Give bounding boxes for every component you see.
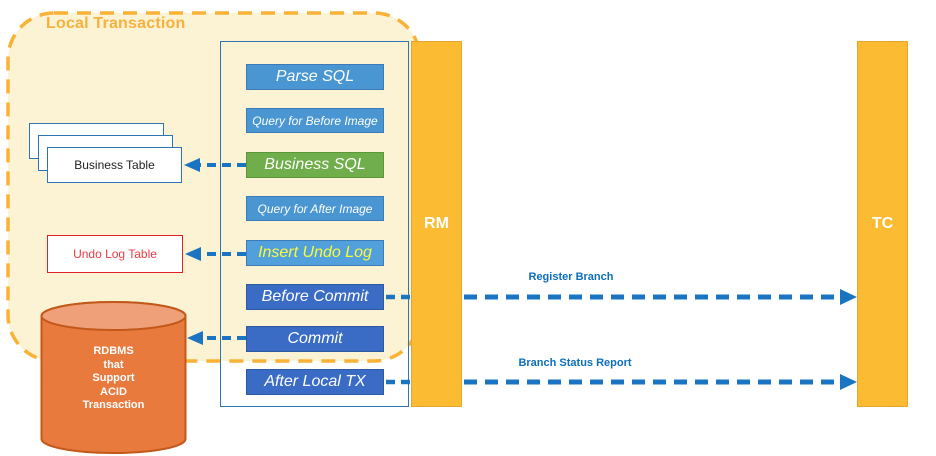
step-parse-sql: Parse SQL — [246, 64, 384, 90]
arrow-register-branch — [464, 289, 857, 305]
arrowhead-right-icon — [840, 374, 857, 390]
rdbms-line: Transaction — [82, 399, 145, 412]
arrowhead-left-icon — [187, 331, 203, 345]
rdbms-line: RDBMS — [93, 345, 134, 357]
arrow-branch-status-report — [464, 374, 857, 390]
business-table: Business Table — [47, 147, 182, 183]
tc-lifeline: TC — [857, 41, 908, 407]
step-query-after-image: Query for After Image — [246, 196, 384, 221]
local-transaction-title: Local Transaction — [46, 15, 186, 32]
rdbms-line: Support — [92, 372, 135, 385]
rm-label: RM — [424, 215, 449, 232]
branch-status-report-label: Branch Status Report — [518, 357, 632, 369]
rdbms-cylinder-top — [40, 301, 187, 331]
business-table-label: Business Table — [74, 158, 155, 172]
register-branch-label: Register Branch — [528, 271, 614, 283]
rdbms-label: RDBMS that Support ACID Transaction — [41, 345, 186, 413]
rm-lifeline: RM — [411, 41, 462, 407]
undo-log-table: Undo Log Table — [47, 235, 183, 273]
step-commit: Commit — [246, 326, 384, 352]
tc-label: TC — [871, 215, 894, 232]
rdbms-line: ACID — [100, 385, 127, 398]
arrowhead-left-icon — [185, 247, 201, 261]
rm-sequence-container — [220, 41, 409, 407]
arrowhead-left-icon — [184, 158, 200, 172]
step-business-sql: Business SQL — [246, 152, 384, 178]
step-insert-undo-log: Insert Undo Log — [246, 240, 384, 266]
arrowhead-right-icon — [840, 289, 857, 305]
step-query-before-image: Query for Before Image — [246, 108, 384, 133]
step-after-local-tx: After Local TX — [246, 369, 384, 395]
step-before-commit: Before Commit — [246, 284, 384, 310]
rdbms-line: that — [103, 358, 124, 371]
